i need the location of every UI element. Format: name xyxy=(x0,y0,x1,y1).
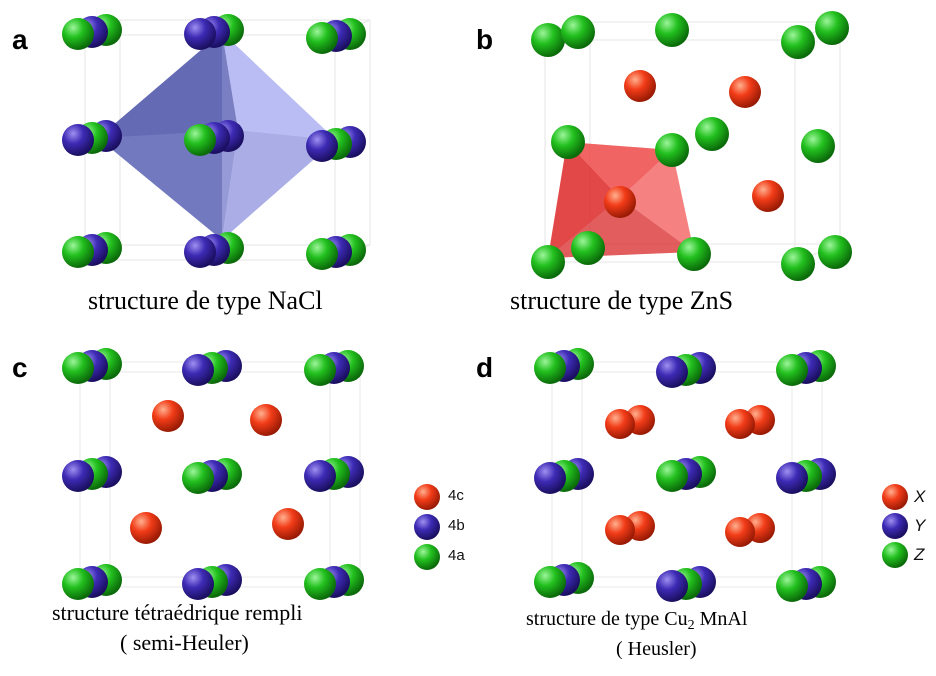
legend-d-label-x: X xyxy=(914,487,926,506)
legend-c-dot-4b xyxy=(414,514,440,540)
atom-blue xyxy=(184,236,216,268)
atom-green xyxy=(818,235,852,269)
atom-green xyxy=(815,11,849,45)
legend-c-dot-4a xyxy=(414,544,440,570)
caption-d-line2: ( Heusler) xyxy=(616,638,697,660)
atom-red xyxy=(152,400,184,432)
atom-red xyxy=(725,409,755,439)
atom-blue xyxy=(62,460,94,492)
atom-green xyxy=(677,237,711,271)
legend-c-label-4c: 4c xyxy=(448,487,464,504)
atom-green xyxy=(551,125,585,159)
atom-blue xyxy=(184,18,216,50)
atom-blue xyxy=(534,462,566,494)
caption-d-suffix: MnAl xyxy=(694,608,748,630)
atom-blue xyxy=(656,570,688,602)
atom-red xyxy=(624,70,656,102)
atom-green xyxy=(801,129,835,163)
atom-red xyxy=(752,180,784,212)
atom-green xyxy=(534,566,566,598)
atom-red xyxy=(729,76,761,108)
atom-green xyxy=(655,13,689,47)
atom-green xyxy=(304,568,336,600)
atom-green xyxy=(62,236,94,268)
atom-green xyxy=(306,238,338,270)
atom-blue xyxy=(182,568,214,600)
atom-red xyxy=(605,409,635,439)
atom-red xyxy=(725,517,755,547)
panel-letter-a: a xyxy=(12,24,28,55)
caption-c-line2: ( semi-Heuler) xyxy=(120,630,249,655)
panel-letter-d: d xyxy=(476,352,494,383)
atom-red xyxy=(250,404,282,436)
panel-letter-b: b xyxy=(476,24,494,55)
atom-red xyxy=(604,186,636,218)
atoms-layer xyxy=(62,11,852,602)
atom-green xyxy=(304,354,336,386)
caption-d-subscript: 2 xyxy=(687,618,695,633)
atom-green xyxy=(62,568,94,600)
caption-b: structure de type ZnS xyxy=(510,286,734,315)
atom-green xyxy=(655,133,689,167)
legend-d-label-y: Y xyxy=(914,516,926,535)
legend-d-dot-y xyxy=(882,513,908,539)
legend-c-dot-4c xyxy=(414,484,440,510)
atom-red xyxy=(272,508,304,540)
atom-blue xyxy=(304,460,336,492)
atom-green xyxy=(184,124,216,156)
atom-green xyxy=(182,462,214,494)
legend-c-label-4b: 4b xyxy=(448,517,465,534)
caption-c-line1: structure tétraédrique rempli xyxy=(52,600,303,625)
panel-letter-c: c xyxy=(12,352,28,383)
atom-blue xyxy=(306,130,338,162)
atom-green xyxy=(776,354,808,386)
atom-green xyxy=(776,570,808,602)
atom-green xyxy=(695,117,729,151)
atom-green xyxy=(781,247,815,281)
atom-green xyxy=(62,18,94,50)
atom-red xyxy=(130,512,162,544)
caption-d-line1: structure de type Cu2 MnAl xyxy=(526,608,747,634)
atom-green xyxy=(534,352,566,384)
atom-green xyxy=(656,460,688,492)
atom-red xyxy=(605,515,635,545)
atom-blue xyxy=(656,356,688,388)
atom-green xyxy=(306,22,338,54)
octahedron-shape xyxy=(98,32,336,240)
atom-green xyxy=(531,245,565,279)
atom-green xyxy=(531,23,565,57)
legend-d-label-z: Z xyxy=(914,545,925,564)
atom-green xyxy=(62,352,94,384)
atom-green xyxy=(781,25,815,59)
legend-d-dot-x xyxy=(882,484,908,510)
atom-blue xyxy=(62,124,94,156)
legend-dots-layer xyxy=(414,484,908,570)
legend-c-label-4a: 4a xyxy=(448,547,465,564)
legend-d-dot-z xyxy=(882,542,908,568)
atom-blue xyxy=(776,462,808,494)
atom-green xyxy=(571,231,605,265)
atom-blue xyxy=(182,354,214,386)
caption-a: structure de type NaCl xyxy=(88,286,323,315)
caption-d-prefix: structure de type Cu xyxy=(526,608,688,630)
atom-green xyxy=(561,15,595,49)
